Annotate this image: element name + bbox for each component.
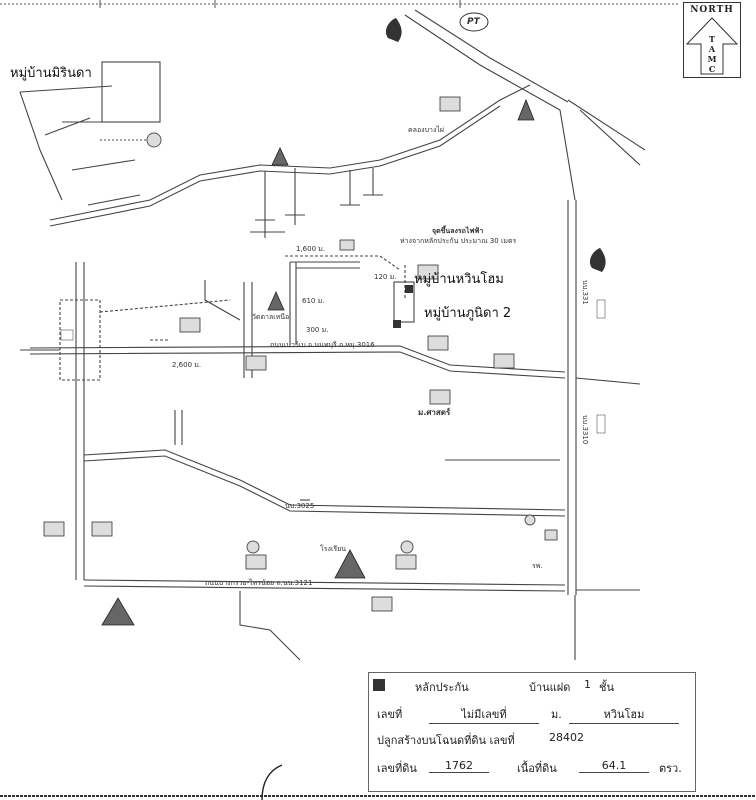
temple-label: วัดตาลเหนือ: [252, 313, 290, 321]
road-label-3310: นบ.3310: [581, 415, 589, 445]
pt-label: PT: [467, 17, 480, 27]
road-label-331: นบ.331: [581, 280, 589, 305]
sky-train-note: ห่างจากหลักประกัน ประมาณ 30 เมตร: [400, 237, 517, 245]
collateral-legend: หลักประกัน บ้านแฝด 1 ชั้น เลขที่ ไม่มีเล…: [368, 672, 696, 792]
collateral-label: หลักประกัน: [415, 681, 469, 694]
village-label-mirinda: หมู่บ้านมิรินดา: [10, 66, 92, 81]
house-type: บ้านแฝด: [529, 681, 571, 694]
deed-text: ปลูกสร้างบนโฉนดที่ดิน เลขที่: [377, 734, 515, 747]
land-no-value: 1762: [429, 759, 489, 773]
canal-label: คลองบางไผ่: [408, 126, 445, 134]
area-label: เนื้อที่ดิน: [517, 762, 557, 775]
north-letter: A: [708, 44, 716, 54]
distance-label: 610 ม.: [302, 297, 325, 305]
road-tags: [60, 299, 606, 434]
village-label-phunika: หมู่บ้านภูนิดา 2: [424, 306, 512, 321]
north-arrow: NORTH T A M C: [683, 2, 741, 78]
north-letter: C: [708, 64, 716, 74]
floors: 1: [584, 678, 591, 691]
road-label-main: ถนนเนาว์เบ อ.นนทบุรี ถ.หมุ.3016: [270, 341, 375, 349]
road-label-south: ถนนบางกรวย-ไทรน้อย ถ.นน.3121: [205, 579, 313, 587]
signature-stroke: [261, 764, 283, 800]
deed-number: 28402: [549, 731, 584, 744]
north-title: NORTH: [690, 5, 734, 15]
sky-train-label: จุดขึ้นลงรถไฟฟ้า: [432, 227, 484, 235]
land-no-label: เลขที่ดิน: [377, 762, 417, 775]
temple-icons: [101, 98, 535, 626]
numbered-markers: [146, 132, 536, 554]
collateral-marker-swatch: [373, 679, 385, 691]
landmark-icons: [43, 96, 558, 612]
area-unit: ตรว.: [659, 762, 682, 775]
distance-label: 120 ม.: [374, 273, 397, 281]
distance-label: 2,600 ม.: [172, 361, 202, 369]
floors-unit: ชั้น: [599, 681, 614, 694]
collateral-marker: [393, 281, 415, 328]
pt-logo-icon: [459, 12, 489, 32]
house-no-label: เลขที่: [377, 708, 403, 721]
road-label-3025: นบ.3025: [285, 502, 315, 510]
north-letter: T: [709, 34, 715, 44]
school-label-south: โรงเรียน: [320, 545, 346, 553]
north-letter: M: [707, 54, 717, 64]
gas-station-icons: [385, 18, 606, 272]
moo-label: ม.: [551, 708, 562, 721]
area-value: 64.1: [579, 759, 649, 773]
village-name: หวินโฮม: [569, 705, 679, 724]
distance-label: 1,600 ม.: [296, 245, 326, 253]
school-label: ม.ศาสตร์: [418, 408, 451, 417]
roads: [19, 9, 646, 661]
village-label-hwinhom: หมู่บ้านหวินโฮม: [414, 272, 504, 287]
house-no-value: ไม่มีเลขที่: [429, 705, 539, 724]
hospital-label: รพ.: [532, 562, 543, 570]
distance-label: 300 ม.: [306, 326, 329, 334]
